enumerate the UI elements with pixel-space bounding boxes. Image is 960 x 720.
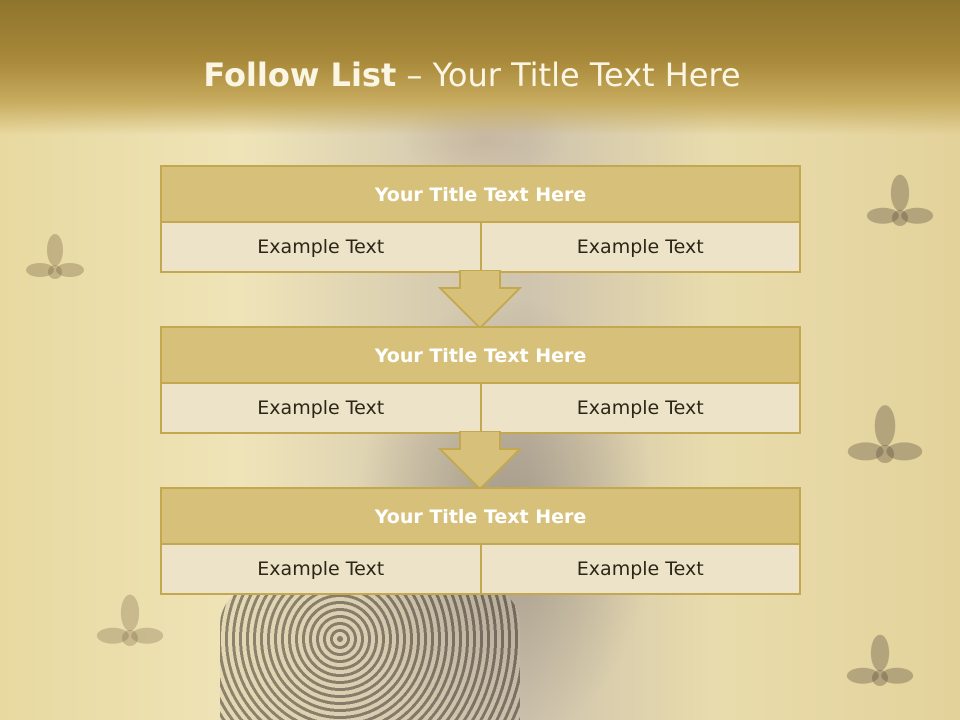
block-cell-right: Example Text: [479, 223, 799, 271]
block-cell-right: Example Text: [479, 384, 799, 432]
block-cell-right: Example Text: [479, 545, 799, 593]
block-row: Example Text Example Text: [162, 223, 799, 271]
block-row: Example Text Example Text: [162, 545, 799, 593]
block-cell-left: Example Text: [162, 223, 480, 271]
floral-motif-icon: [90, 590, 170, 670]
floral-motif-icon: [840, 400, 930, 490]
down-arrow-icon: [438, 431, 522, 491]
block-heading: Your Title Text Here: [162, 328, 799, 384]
block-cell-left: Example Text: [162, 545, 480, 593]
floral-motif-icon: [20, 230, 90, 300]
block-row: Example Text Example Text: [162, 384, 799, 432]
slide-title-bold: Follow List: [203, 56, 397, 94]
block-heading: Your Title Text Here: [162, 167, 799, 223]
slide-title-rest: – Your Title Text Here: [396, 56, 741, 94]
list-block: Your Title Text Here Example Text Exampl…: [160, 487, 801, 595]
slide-title: Follow List – Your Title Text Here: [0, 56, 944, 94]
background-lace: [220, 585, 520, 720]
floral-motif-icon: [860, 170, 940, 250]
down-arrow-icon: [438, 270, 522, 330]
floral-motif-icon: [840, 630, 920, 710]
block-heading: Your Title Text Here: [162, 489, 799, 545]
list-block: Your Title Text Here Example Text Exampl…: [160, 165, 801, 273]
list-block: Your Title Text Here Example Text Exampl…: [160, 326, 801, 434]
block-cell-left: Example Text: [162, 384, 480, 432]
title-bar: [0, 0, 960, 135]
